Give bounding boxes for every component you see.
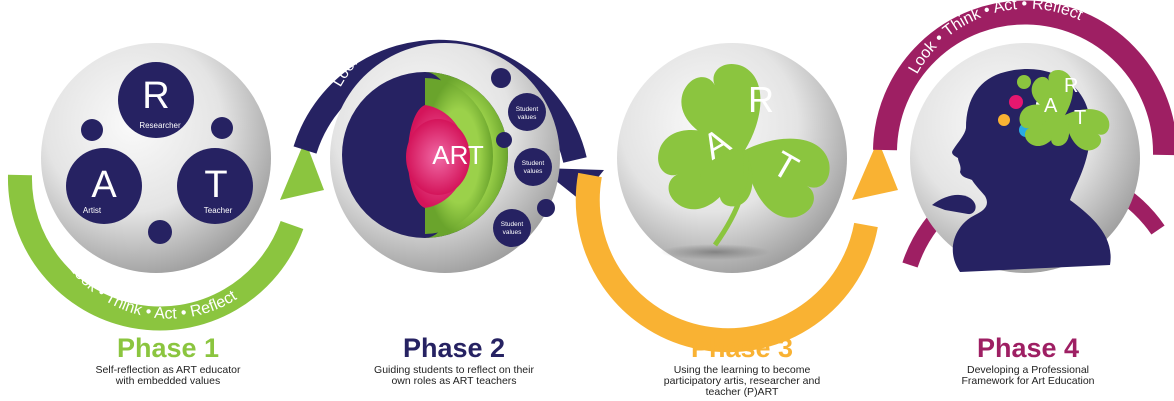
phase3-clover-letter-r: R [748, 79, 774, 120]
phase2-student-bubble [508, 93, 546, 131]
phase1-dot [148, 220, 172, 244]
phase3-graphic: A R T Look • Think • Act • Reflect [575, 43, 898, 353]
phase2-title: Phase 2 [402, 333, 506, 363]
phase4-hand [932, 194, 976, 215]
phase1-graphic: R Researcher A Artist T Teacher Look • T… [7, 43, 324, 331]
phase1-role-artist: Artist [83, 206, 102, 215]
phase4-graphic: A R T Look • Think • Act • Reflect [873, 0, 1174, 273]
phase2-student-bubble [514, 148, 552, 186]
phase2-dot [537, 199, 555, 217]
arc-act: Act [154, 305, 178, 323]
phase3-arrow-arc [575, 172, 878, 353]
phase2-dot [496, 132, 512, 148]
phase1-dot [81, 119, 103, 141]
phase1-circle-t [177, 148, 253, 224]
phase2-description: Guiding students to reflect on their own… [374, 364, 534, 387]
phase1-arrow-arc [7, 174, 304, 331]
phase1-circle-r [118, 62, 194, 138]
phase4-clover-letter-t: T [1074, 107, 1086, 129]
gear-icon [998, 114, 1010, 126]
phase3-title: Phase 3 [690, 333, 794, 363]
book-icon [1009, 95, 1023, 109]
phase2-student-bubble [493, 209, 531, 247]
phase1-circle-a [66, 148, 142, 224]
phase2-dot [491, 68, 511, 88]
phase1-letter-t: T [204, 164, 227, 206]
brain-icon [1017, 75, 1031, 89]
phase4-clover-letter-a: A [1044, 95, 1058, 117]
phase3-arrow-head [852, 140, 898, 200]
phase2-core-text: ART [432, 140, 484, 170]
phase3-clover-shadow [660, 244, 770, 260]
phase1-arrow-head [280, 140, 324, 200]
phase4-top-arc [873, 0, 1174, 156]
phase3-clover [650, 55, 840, 247]
phase3-description: Using the learning to become participato… [663, 364, 821, 398]
phase1-title: Phase 1 [116, 333, 220, 363]
phase1-description: Self-reflection as ART educator with emb… [95, 364, 241, 387]
phase1-role-researcher: Researcher [139, 121, 181, 130]
phase4-description: Developing a Professional Framework for … [961, 364, 1095, 387]
phase4-title: Phase 4 [976, 333, 1080, 363]
phase4-clover-letter-r: R [1064, 75, 1078, 97]
phase1-letter-a: A [91, 164, 117, 206]
phase1-role-teacher: Teacher [204, 206, 233, 215]
phase1-letter-r: R [142, 75, 169, 117]
phase1-dot [211, 117, 233, 139]
phase2-core-center [406, 119, 470, 195]
